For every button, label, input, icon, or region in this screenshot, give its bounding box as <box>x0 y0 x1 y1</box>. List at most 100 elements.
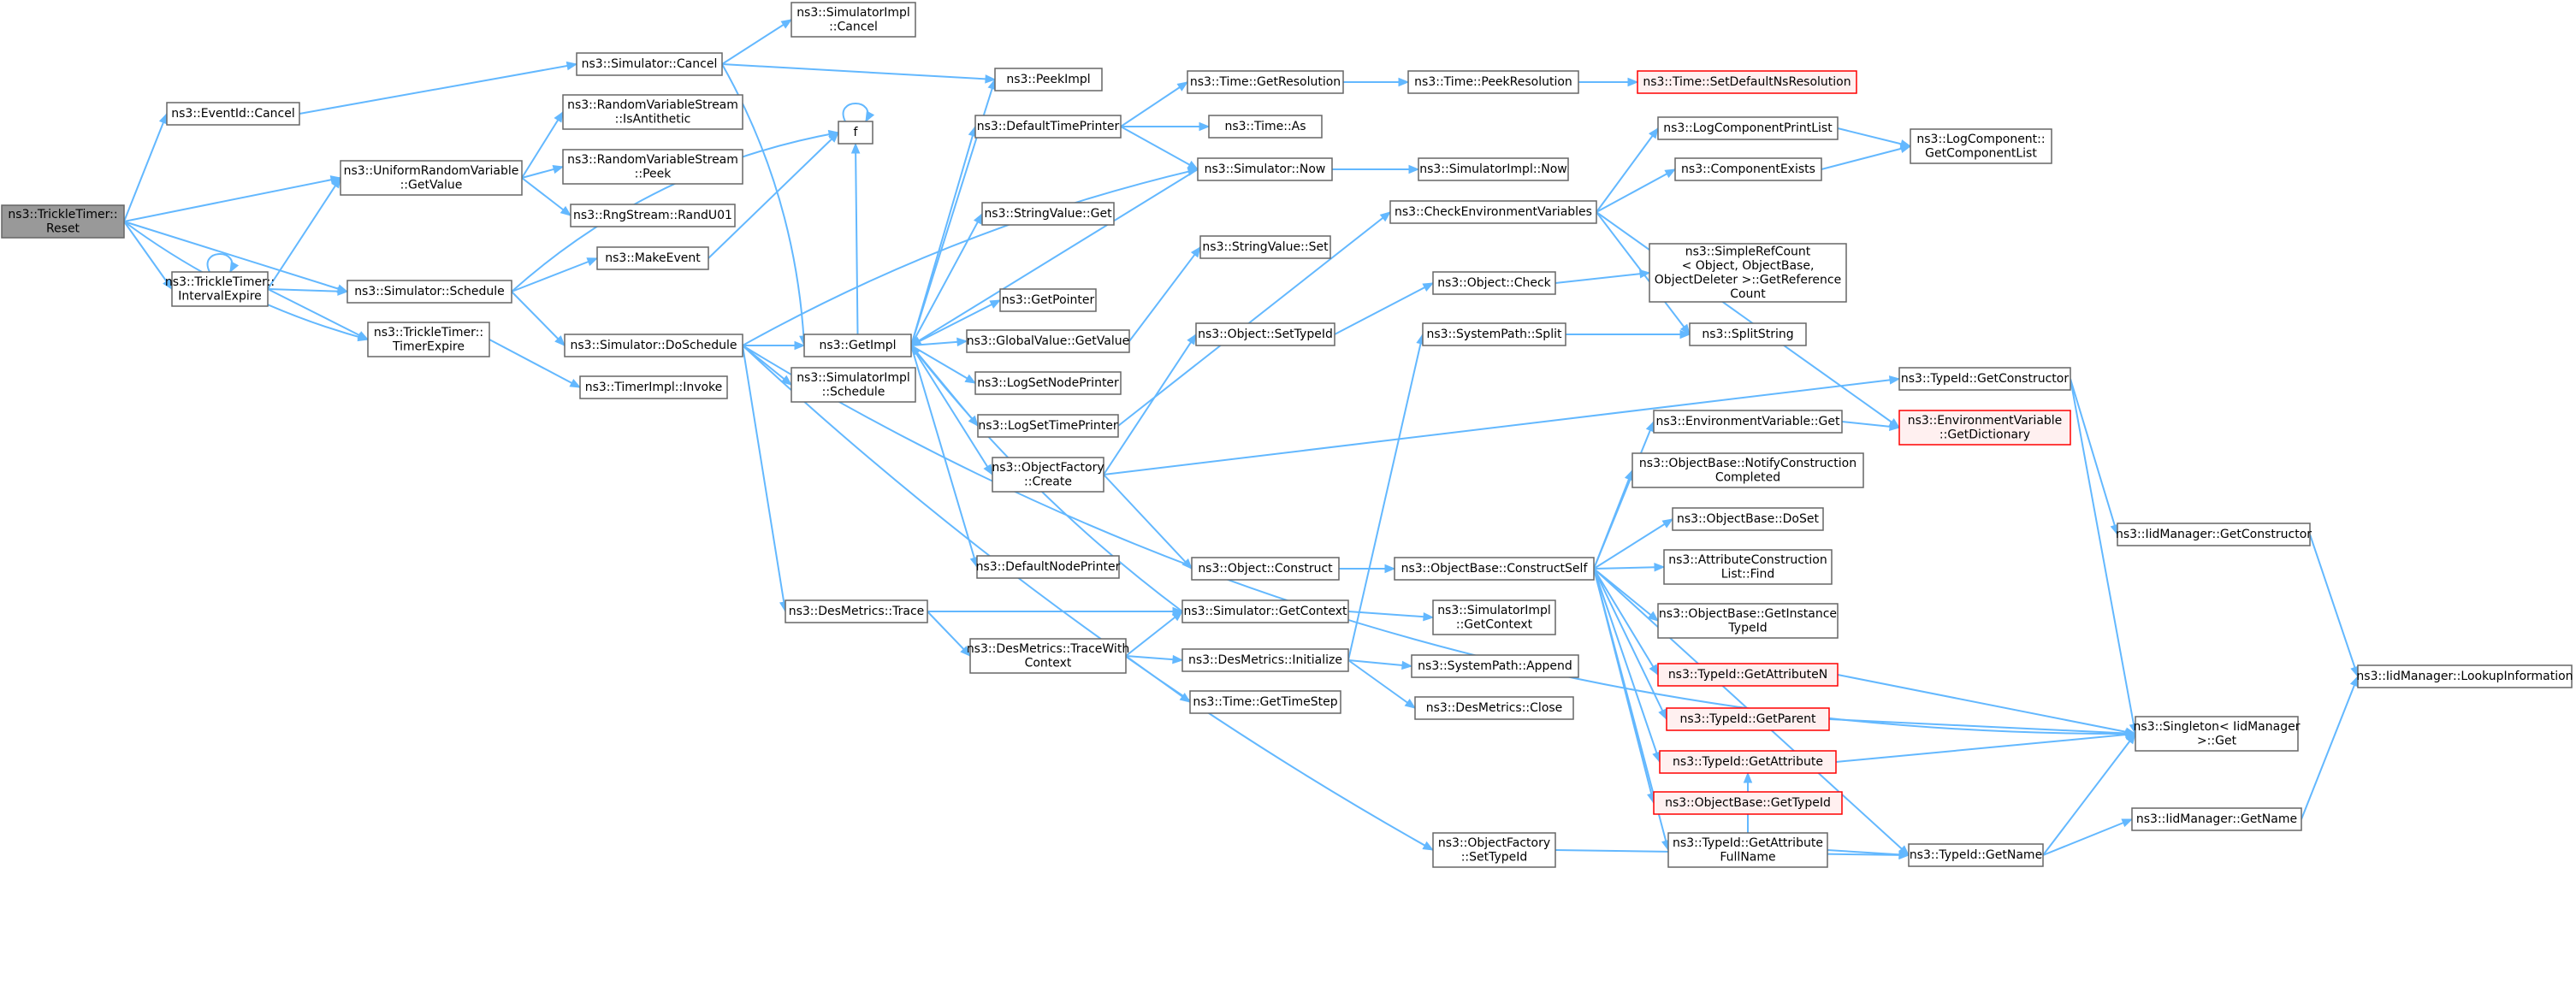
node-peekimpl[interactable]: ns3::PeekImpl <box>994 68 1103 92</box>
node-time-setdefaultnsresolution[interactable]: ns3::Time::SetDefaultNsResolution <box>1637 70 1857 94</box>
node-desmetrics-trace[interactable]: ns3::DesMetrics::Trace <box>785 599 928 623</box>
node-objectfactory-settypeid[interactable]: ns3::ObjectFactory::SetTypeId <box>1432 832 1556 868</box>
node-interval-expire[interactable]: ns3::TrickleTimer::IntervalExpire <box>165 271 275 307</box>
node-splitstring[interactable]: ns3::SplitString <box>1689 322 1807 346</box>
node-rng-randu01[interactable]: ns3::RngStream::RandU01 <box>570 204 736 227</box>
edge-objectbase_constructself-to-typeid_getattributen-arrowhead <box>1649 664 1659 676</box>
edge-objectbase_constructself-to-attributeconstructionlist_find-arrowhead <box>1654 563 1666 572</box>
edge-checkenvvars-to-envvar_getdictionary <box>1596 211 1900 428</box>
node-sim-now[interactable]: ns3::Simulator::Now <box>1197 157 1333 181</box>
node-singleton-get[interactable]: ns3::Singleton< IidManager>::Get <box>2134 716 2301 752</box>
node-object-construct[interactable]: ns3::Object::Construct <box>1191 557 1340 581</box>
node-object-settypeid[interactable]: ns3::Object::SetTypeId <box>1195 322 1335 346</box>
node-sim-doschedule[interactable]: ns3::Simulator::DoSchedule <box>564 334 743 357</box>
node-label: ns3::Object::Construct <box>1198 562 1333 576</box>
node-rvs-isantithetic[interactable]: ns3::RandomVariableStream::IsAntithetic <box>562 94 743 130</box>
node-label: ns3::RandomVariableStream <box>567 98 738 112</box>
edge-desmetrics_tracewithcontext-to-desmetrics_initialize-arrowhead <box>1172 654 1184 664</box>
edge-objectfactory_create-to-typeid_getconstructor <box>1103 378 1900 475</box>
node-typeid-getname[interactable]: ns3::TypeId::GetName <box>1908 843 2044 867</box>
node-simimpl-getcontext[interactable]: ns3::SimulatorImpl::GetContext <box>1432 599 1556 635</box>
node-label: ns3::LogComponentPrintList <box>1663 121 1833 135</box>
node-getimpl[interactable]: ns3::GetImpl <box>803 334 912 357</box>
node-simimpl-now[interactable]: ns3::SimulatorImpl::Now <box>1418 157 1569 181</box>
node-objectbase-notifyconstructioncompleted[interactable]: ns3::ObjectBase::NotifyConstructionCompl… <box>1631 452 1864 488</box>
node-label: ::Schedule <box>822 385 885 399</box>
node-eventid-cancel[interactable]: ns3::EventId::Cancel <box>166 102 300 126</box>
node-box <box>1195 322 1335 346</box>
node-typeid-getattributen[interactable]: ns3::TypeId::GetAttributeN <box>1657 663 1839 687</box>
node-componentexists[interactable]: ns3::ComponentExists <box>1674 157 1822 181</box>
node-makeevent[interactable]: ns3::MakeEvent <box>596 246 709 270</box>
node-systempath-split[interactable]: ns3::SystemPath::Split <box>1422 322 1566 346</box>
node-label: ns3::SimpleRefCount <box>1685 245 1811 258</box>
node-defaulttimeprinter[interactable]: ns3::DefaultTimePrinter <box>974 115 1122 139</box>
node-box <box>976 555 1120 579</box>
node-simimpl-schedule[interactable]: ns3::SimulatorImpl::Schedule <box>791 367 916 403</box>
node-time-getresolution[interactable]: ns3::Time::GetResolution <box>1187 70 1344 94</box>
node-reset[interactable]: ns3::TrickleTimer::Reset <box>1 204 125 239</box>
node-checkenvvars[interactable]: ns3::CheckEnvironmentVariables <box>1389 200 1597 224</box>
edge-sim_schedule-to-sim_doschedule-arrowhead <box>554 335 566 346</box>
node-envvar-getdictionary[interactable]: ns3::EnvironmentVariable::GetDictionary <box>1898 410 2071 446</box>
node-globalvalue-getvalue[interactable]: ns3::GlobalValue::GetValue <box>966 329 1130 353</box>
node-typeid-getconstructor[interactable]: ns3::TypeId::GetConstructor <box>1898 367 2071 391</box>
node-typeid-getattribute[interactable]: ns3::TypeId::GetAttribute <box>1659 750 1837 774</box>
node-iidmanager-getname[interactable]: ns3::IidManager::GetName <box>2131 807 2302 831</box>
node-label: ns3::TimerImpl::Invoke <box>585 381 723 394</box>
node-timerimpl-invoke[interactable]: ns3::TimerImpl::Invoke <box>579 375 728 399</box>
edge-globalvalue_getvalue-to-stringvalue_set <box>1128 246 1201 342</box>
node-iidmanager-lookupinformation[interactable]: ns3::IidManager::LookupInformation <box>2356 664 2573 688</box>
node-box <box>974 371 1122 395</box>
node-label: ns3::ObjectFactory <box>992 461 1104 475</box>
node-time-gettimestep[interactable]: ns3::Time::GetTimeStep <box>1189 690 1341 714</box>
node-sim-cancel[interactable]: ns3::Simulator::Cancel <box>576 52 723 76</box>
node-f[interactable]: f <box>838 121 873 145</box>
node-envvar-get[interactable]: ns3::EnvironmentVariable::Get <box>1653 410 1843 434</box>
node-time-peekresolution[interactable]: ns3::Time::PeekResolution <box>1407 70 1579 94</box>
node-sim-schedule[interactable]: ns3::Simulator::Schedule <box>346 280 512 304</box>
edge-sim_now-to-getimpl-arrowhead <box>909 336 922 346</box>
edge-getimpl-to-logsetnodeprinter-arrowhead <box>964 374 977 384</box>
node-label: ns3::IidManager::GetName <box>2136 812 2297 826</box>
node-getpointer[interactable]: ns3::GetPointer <box>999 288 1097 312</box>
node-simplerefcount-getreferencecount[interactable]: ns3::SimpleRefCount< Object, ObjectBase,… <box>1649 243 1847 303</box>
node-defaultnodeprinter[interactable]: ns3::DefaultNodePrinter <box>976 555 1121 579</box>
node-box <box>1657 116 1839 140</box>
node-urv-getvalue[interactable]: ns3::UniformRandomVariable::GetValue <box>340 160 523 196</box>
node-logcomponentprintlist[interactable]: ns3::LogComponentPrintList <box>1657 116 1839 140</box>
node-stringvalue-set[interactable]: ns3::StringValue::Set <box>1199 235 1331 259</box>
node-systempath-append[interactable]: ns3::SystemPath::Append <box>1411 654 1579 678</box>
node-stringvalue-get[interactable]: ns3::StringValue::Get <box>981 202 1115 226</box>
node-desmetrics-initialize[interactable]: ns3::DesMetrics::Initialize <box>1181 648 1349 672</box>
node-timer-expire[interactable]: ns3::TrickleTimer::TimerExpire <box>367 322 490 357</box>
node-box <box>1666 707 1830 731</box>
node-rvs-peek[interactable]: ns3::RandomVariableStream::Peek <box>562 149 743 185</box>
edge-checkenvvars-to-componentexists <box>1596 168 1676 213</box>
node-logcomponent-getcomponentlist[interactable]: ns3::LogComponent::GetComponentList <box>1910 128 2052 164</box>
node-label: ns3::DesMetrics::TraceWith <box>967 642 1129 656</box>
node-sim-getcontext[interactable]: ns3::Simulator::GetContext <box>1181 599 1349 623</box>
node-objectbase-gettypeid[interactable]: ns3::ObjectBase::GetTypeId <box>1653 791 1843 815</box>
node-box <box>1657 603 1839 639</box>
node-objectfactory-create[interactable]: ns3::ObjectFactory::Create <box>992 457 1104 493</box>
node-desmetrics-close[interactable]: ns3::DesMetrics::Close <box>1414 696 1574 720</box>
node-object-check[interactable]: ns3::Object::Check <box>1432 271 1556 295</box>
node-box <box>1672 507 1824 531</box>
node-simimpl-cancel[interactable]: ns3::SimulatorImpl::Cancel <box>791 2 916 38</box>
node-box <box>1189 690 1341 714</box>
node-iidmanager-getconstructor[interactable]: ns3::IidManager::GetConstructor <box>2116 523 2312 546</box>
node-logsetnodeprinter[interactable]: ns3::LogSetNodePrinter <box>974 371 1122 395</box>
node-box <box>791 2 916 38</box>
node-typeid-getparent[interactable]: ns3::TypeId::GetParent <box>1666 707 1830 731</box>
node-time-as[interactable]: ns3::Time::As <box>1208 115 1323 139</box>
node-objectbase-constructself[interactable]: ns3::ObjectBase::ConstructSelf <box>1394 557 1595 581</box>
node-logsettimeprinter[interactable]: ns3::LogSetTimePrinter <box>977 414 1119 438</box>
edge-sim_schedule-to-makeevent-arrowhead <box>586 257 599 267</box>
node-box <box>969 638 1127 674</box>
node-objectbase-doset[interactable]: ns3::ObjectBase::DoSet <box>1672 507 1824 531</box>
